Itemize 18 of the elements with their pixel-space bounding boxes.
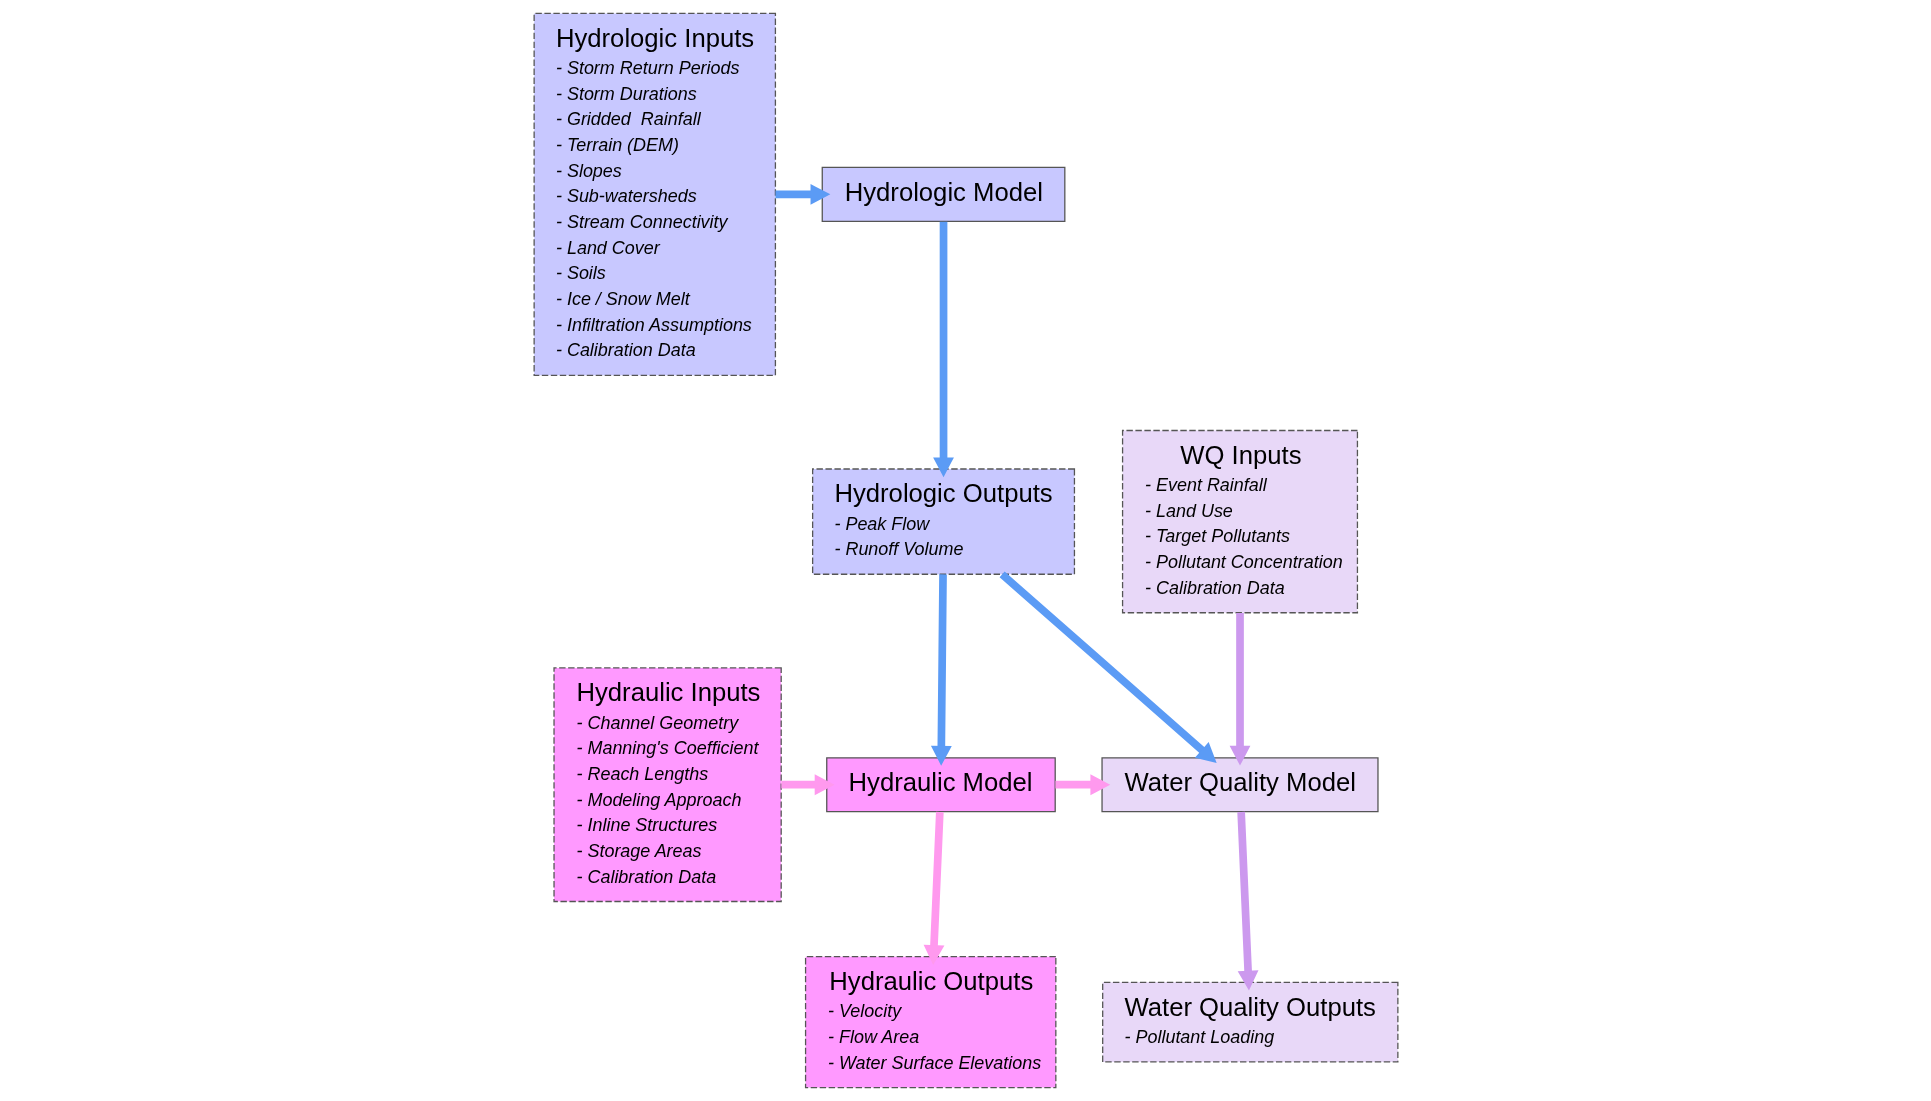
arrow (1229, 612, 1250, 766)
arrow (932, 221, 954, 478)
node-box: Water Quality Outputs - Pollutant Loading (1101, 981, 1398, 1063)
node-box: Hydrologic Outputs - Peak Flow - Runoff Volume (811, 468, 1075, 575)
arrow (780, 774, 835, 796)
node-box: Hydraulic Outputs - Velocity - Flow Area - Water Surface Elevations (804, 956, 1056, 1089)
arrow (999, 571, 1217, 763)
node-box: Hydrologic Model (821, 166, 1065, 222)
node-box: Hydraulic Inputs - Channel Geometry - Manning's Coefficient - Reach Lengths - Modeling Approach - Inline Structures - Storage Areas - Calibration Data (552, 667, 782, 903)
arrow (774, 183, 830, 205)
node-box: Water Quality Model (1100, 757, 1379, 813)
node-box: Hydraulic Model (825, 757, 1056, 813)
node-box: Hydrologic Inputs - Storm Return Periods - Storm Durations - Gridded Rainfall - Terrain (DEM) - Slopes - Sub-watersheds - Stream Connectivity - Land Cover - Soils - Ice / Snow Melt - Infiltration Assumptions - Calibration Data (533, 12, 776, 376)
arrow (923, 811, 944, 965)
arrow (930, 574, 952, 766)
node-box: WQ Inputs - Event Rainfall - Land Use - Target Pollutants - Pollutant Concentration - Calibration Data (1121, 429, 1358, 614)
arrow (1054, 774, 1110, 796)
arrow (1236, 811, 1258, 991)
